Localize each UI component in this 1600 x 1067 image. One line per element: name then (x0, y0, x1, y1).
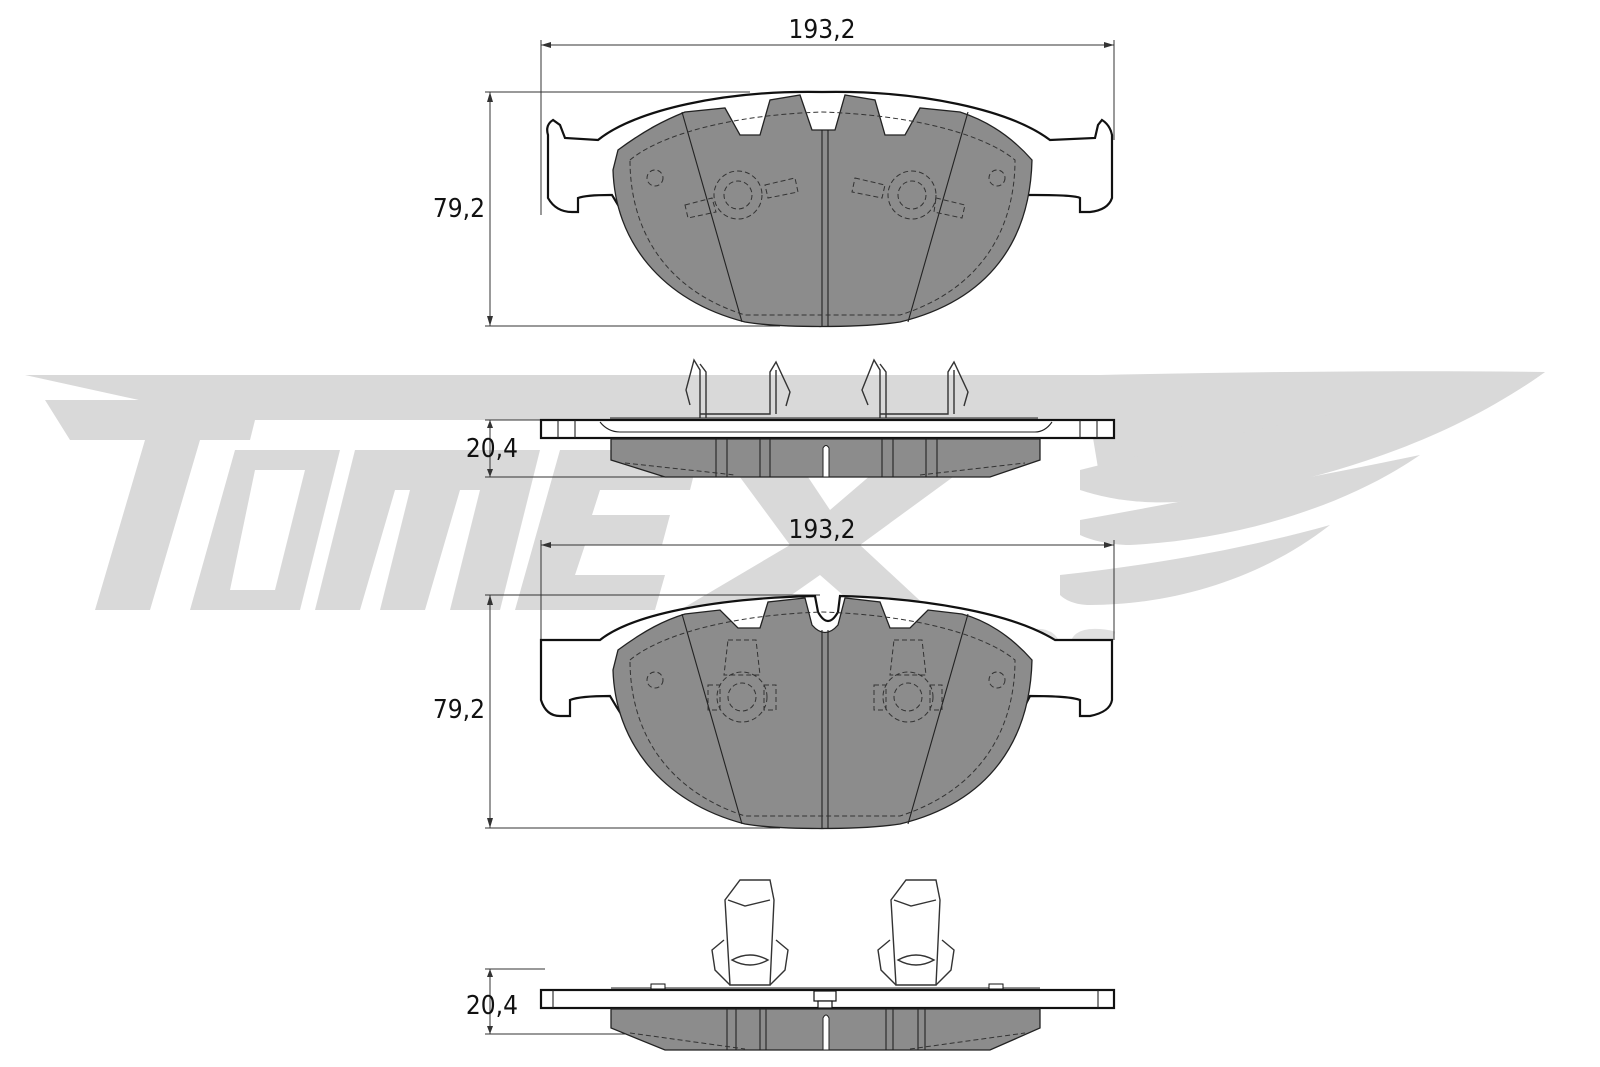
pad-1-front-view: 193,2 79,2 (433, 15, 1115, 328)
spring-clip-left (711, 879, 789, 986)
pad-1-height-label: 79,2 (433, 194, 485, 224)
pad-2-width-label: 193,2 (789, 515, 856, 545)
pad-1-width-label: 193,2 (789, 15, 856, 45)
pad-2-front-view: 193,2 79,2 (433, 515, 1115, 830)
pad-1-side-view: 20,4 (466, 358, 1116, 478)
pad-2-side-view: 20,4 (466, 879, 1116, 1051)
pad-1-thickness-label: 20,4 (466, 434, 518, 464)
pad-2-height-label: 79,2 (433, 695, 485, 725)
pad-2-thickness-label: 20,4 (466, 991, 518, 1021)
spring-clip-right (877, 879, 955, 986)
